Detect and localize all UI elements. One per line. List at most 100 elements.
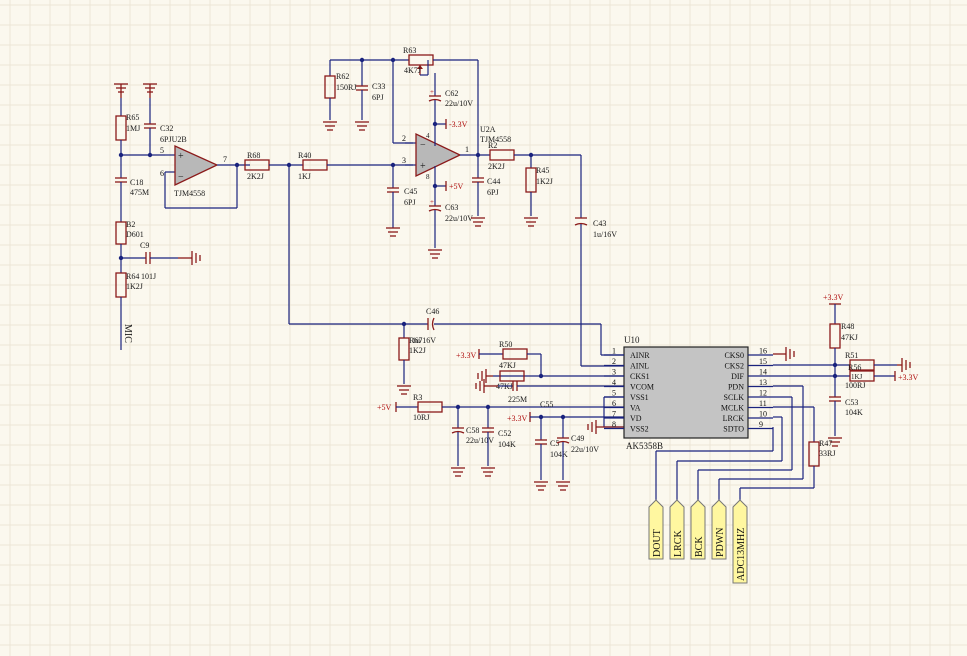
ic-pin-number: 1 [612,347,616,356]
ic-pin-name: VSS2 [630,425,649,434]
u2a-pin8: 8 [426,173,430,181]
ic-pin-number: 4 [612,378,616,387]
opamp-u2a-stage: R62 150RJ C33 6PJ R63 4K7J + C62 22u/10V [323,46,478,155]
ic-pin-name: CKS2 [724,362,744,371]
junction [539,374,543,378]
u2b-pin7: 7 [223,155,227,164]
c5-ref: C5 [550,439,559,448]
port-label: DOUT [652,529,663,557]
ground-symbol [481,468,495,476]
ic-pin-number: 9 [759,420,763,429]
rail-p33-d: +3.3V [898,373,919,382]
junction [391,163,395,167]
c43-ref: C43 [593,219,606,228]
c53-ref: C53 [845,398,858,407]
ground-symbol [386,228,400,236]
c53-value: 104K [845,408,863,417]
r67-value: 1K2J [409,346,426,355]
mic-input-stage: R65 1MJ C32 6PJU2B C18 475M B2 D601 C9 1… [114,84,200,350]
r2-ref: R2 [488,141,497,150]
power-supply: +5V R3 10RJ C58 22u/10V C52 104K +3.3V C… [377,393,624,490]
capacitor-c9 [146,252,150,264]
capacitor-c43 [575,218,587,225]
r40-value: 1KJ [298,172,311,181]
r50-ref: R50 [499,340,512,349]
c62-value: 22u/10V [445,99,473,108]
c33-value: 6PJ [372,93,384,102]
ground-symbol [588,420,624,434]
rail-p5-a: +5V [449,182,464,191]
ground-symbol [476,379,498,393]
r65-value: 1MJ [126,124,140,133]
junction [391,58,395,62]
ic-pin-number: 13 [759,378,767,387]
ic-pin-number: 12 [759,389,767,398]
plus-sign: + [178,151,184,162]
c49-ref: C49 [571,434,584,443]
r56-value: 1KJ [851,373,863,381]
port-adc13mhz: ADC13MHZ [733,500,747,583]
r63-value: 4K7J [404,66,421,75]
resistor-r50 [503,349,527,359]
junction [433,122,437,126]
c45-value: 6PJ [404,198,416,207]
r100-value: 100RJ [845,381,865,390]
rail-p5-b: +5V [377,403,392,412]
u10-ref: U10 [624,335,640,345]
opamp-u2b: + − 5 6 7 TJM4558 R68 2K2J R40 1KJ [160,146,428,324]
c49-value: 22u/10V [571,445,599,454]
ic-pin-number: 14 [759,368,767,377]
c44-value: 6PJ [487,188,499,197]
ground-symbol [114,84,128,98]
ic-u10: U10 AK5358B 1AINR2AINL3CKS14VCOM5VSS16VA… [604,335,773,451]
c225-value: 225M [508,395,527,404]
ic-pin-name: VSS1 [630,393,649,402]
c9-value: 101J [141,272,156,281]
rail-p33-a: +3.3V [456,351,477,360]
r68-ref: R68 [247,151,260,160]
potentiometer-r63 [409,55,433,65]
r51-ref: R51 [845,351,858,360]
port-label: BCK [694,536,705,557]
c62-ref: C62 [445,89,458,98]
b2-value: D601 [126,230,144,239]
capacitor-c44 [472,178,484,182]
c45-ref: C45 [404,187,417,196]
ic-pin-name: AINL [630,362,649,371]
c52-value: 104K [498,440,516,449]
rail-p33-b: +3.3V [507,414,528,423]
plus-sign: + [420,161,426,172]
b2-ref: B2 [126,220,135,229]
c33-ref: C33 [372,82,385,91]
resistor-r48 [830,324,840,348]
resistor-r65 [116,116,126,140]
c32-ref: C32 [160,124,173,133]
capacitor-c18 [115,178,127,182]
ic-pin-name: VA [630,404,641,413]
capacitor-c45 [387,188,399,192]
port-label: PDWN [715,528,726,557]
c62-plus: + [430,88,434,96]
capacitor-c52 [482,428,494,432]
c32-value: 6PJU2B [160,135,187,144]
junction [148,153,152,157]
ic-pin-number: 11 [759,399,767,408]
capacitor-c33 [356,86,368,90]
ic-pin-name: MCLK [721,404,744,413]
c9-ref: C9 [140,241,149,250]
ic-pin-number: 16 [759,347,767,356]
u2b-value: TJM4558 [174,189,205,198]
c63-value: 22u/10V [445,214,473,223]
c63-ref: C63 [445,203,458,212]
minus-sign: − [178,172,184,183]
ground-symbol [556,482,570,490]
junction [833,374,837,378]
ic-pin-number: 3 [612,368,616,377]
r40-ref: R40 [298,151,311,160]
r3-value: 10RJ [413,413,429,422]
ic-pin-name: CKS0 [724,351,744,360]
capacitor-225m [513,381,517,391]
c18-ref: C18 [130,178,143,187]
port-lrck: LRCK [670,500,684,559]
